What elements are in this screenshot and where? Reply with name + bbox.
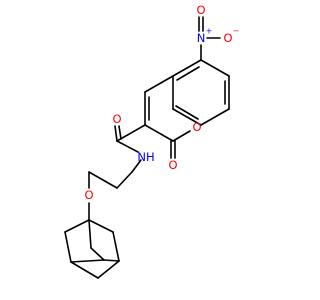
atom-ether-oxygen: O (84, 188, 93, 202)
bond (176, 66, 200, 81)
bond (70, 261, 99, 279)
bond (70, 259, 105, 263)
bond (172, 108, 202, 126)
bond-lines (64, 16, 230, 279)
molecule-diagram: N + O O − O O O NH O (64, 3, 239, 279)
bond (172, 130, 191, 142)
bond (64, 231, 72, 263)
bond (200, 108, 230, 126)
charge-minus: − (233, 27, 240, 36)
bond (97, 260, 120, 279)
atom-nitro-oxygen-right: O (223, 31, 232, 45)
bond (131, 159, 142, 173)
atom-amide-oxygen: O (112, 112, 121, 126)
bond (88, 171, 118, 189)
bond (175, 105, 199, 120)
atom-labels: N + O O − O O O NH O (84, 3, 239, 202)
bond (114, 125, 118, 142)
atom-lactone-carbonyl-oxygen: O (168, 158, 177, 172)
bond (88, 219, 92, 249)
bond (90, 247, 105, 261)
charge-plus: + (206, 27, 213, 36)
bond (118, 125, 122, 140)
atom-ring-oxygen: O (192, 120, 201, 134)
bond (103, 259, 120, 262)
bond (144, 124, 174, 142)
bond (64, 219, 90, 233)
atom-nitro-nitrogen: N (197, 31, 206, 45)
bond (116, 140, 139, 153)
bond (112, 231, 120, 262)
bond (200, 59, 230, 77)
bond (116, 171, 133, 189)
bond (172, 59, 202, 77)
bond (88, 219, 114, 233)
molecule-structure: N + O O − O O O NH O (64, 3, 239, 279)
atom-amide-nitrogen: NH (137, 150, 154, 164)
bond (144, 75, 174, 93)
atom-nitro-oxygen-top: O (196, 3, 205, 17)
